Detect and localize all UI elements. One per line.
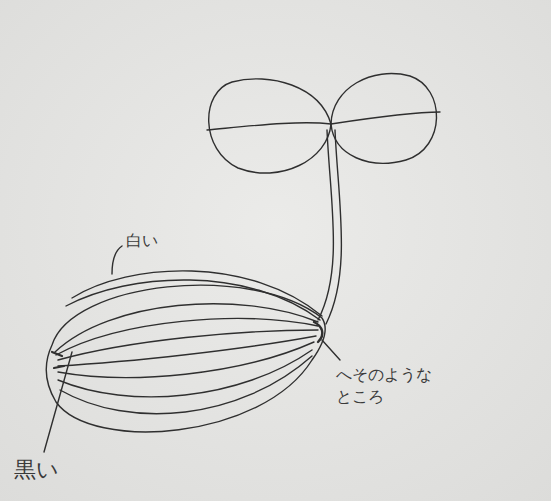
stem	[326, 130, 341, 324]
leader-line	[322, 340, 340, 360]
part-label: へそのような ところ	[336, 364, 451, 407]
seed-ridge	[60, 356, 312, 414]
white-rim	[72, 271, 322, 316]
part-label: 白い	[126, 230, 158, 252]
stem	[318, 130, 333, 320]
dark-tip	[52, 352, 64, 368]
seed-ridge	[58, 350, 312, 397]
leader-line	[112, 246, 122, 274]
seed-ridge	[58, 336, 316, 366]
seed-ridge	[55, 304, 318, 352]
cotyledon-left	[209, 79, 331, 173]
cotyledon-midrib	[331, 112, 440, 124]
seed-outline	[46, 285, 325, 432]
hilum	[314, 322, 322, 342]
cotyledon-right	[331, 74, 437, 164]
cotyledon-midrib	[207, 123, 331, 130]
white-rim-inner	[66, 280, 320, 320]
leader-line	[44, 352, 72, 452]
seed-ridge	[58, 342, 314, 378]
part-label: 黒い	[14, 455, 59, 485]
